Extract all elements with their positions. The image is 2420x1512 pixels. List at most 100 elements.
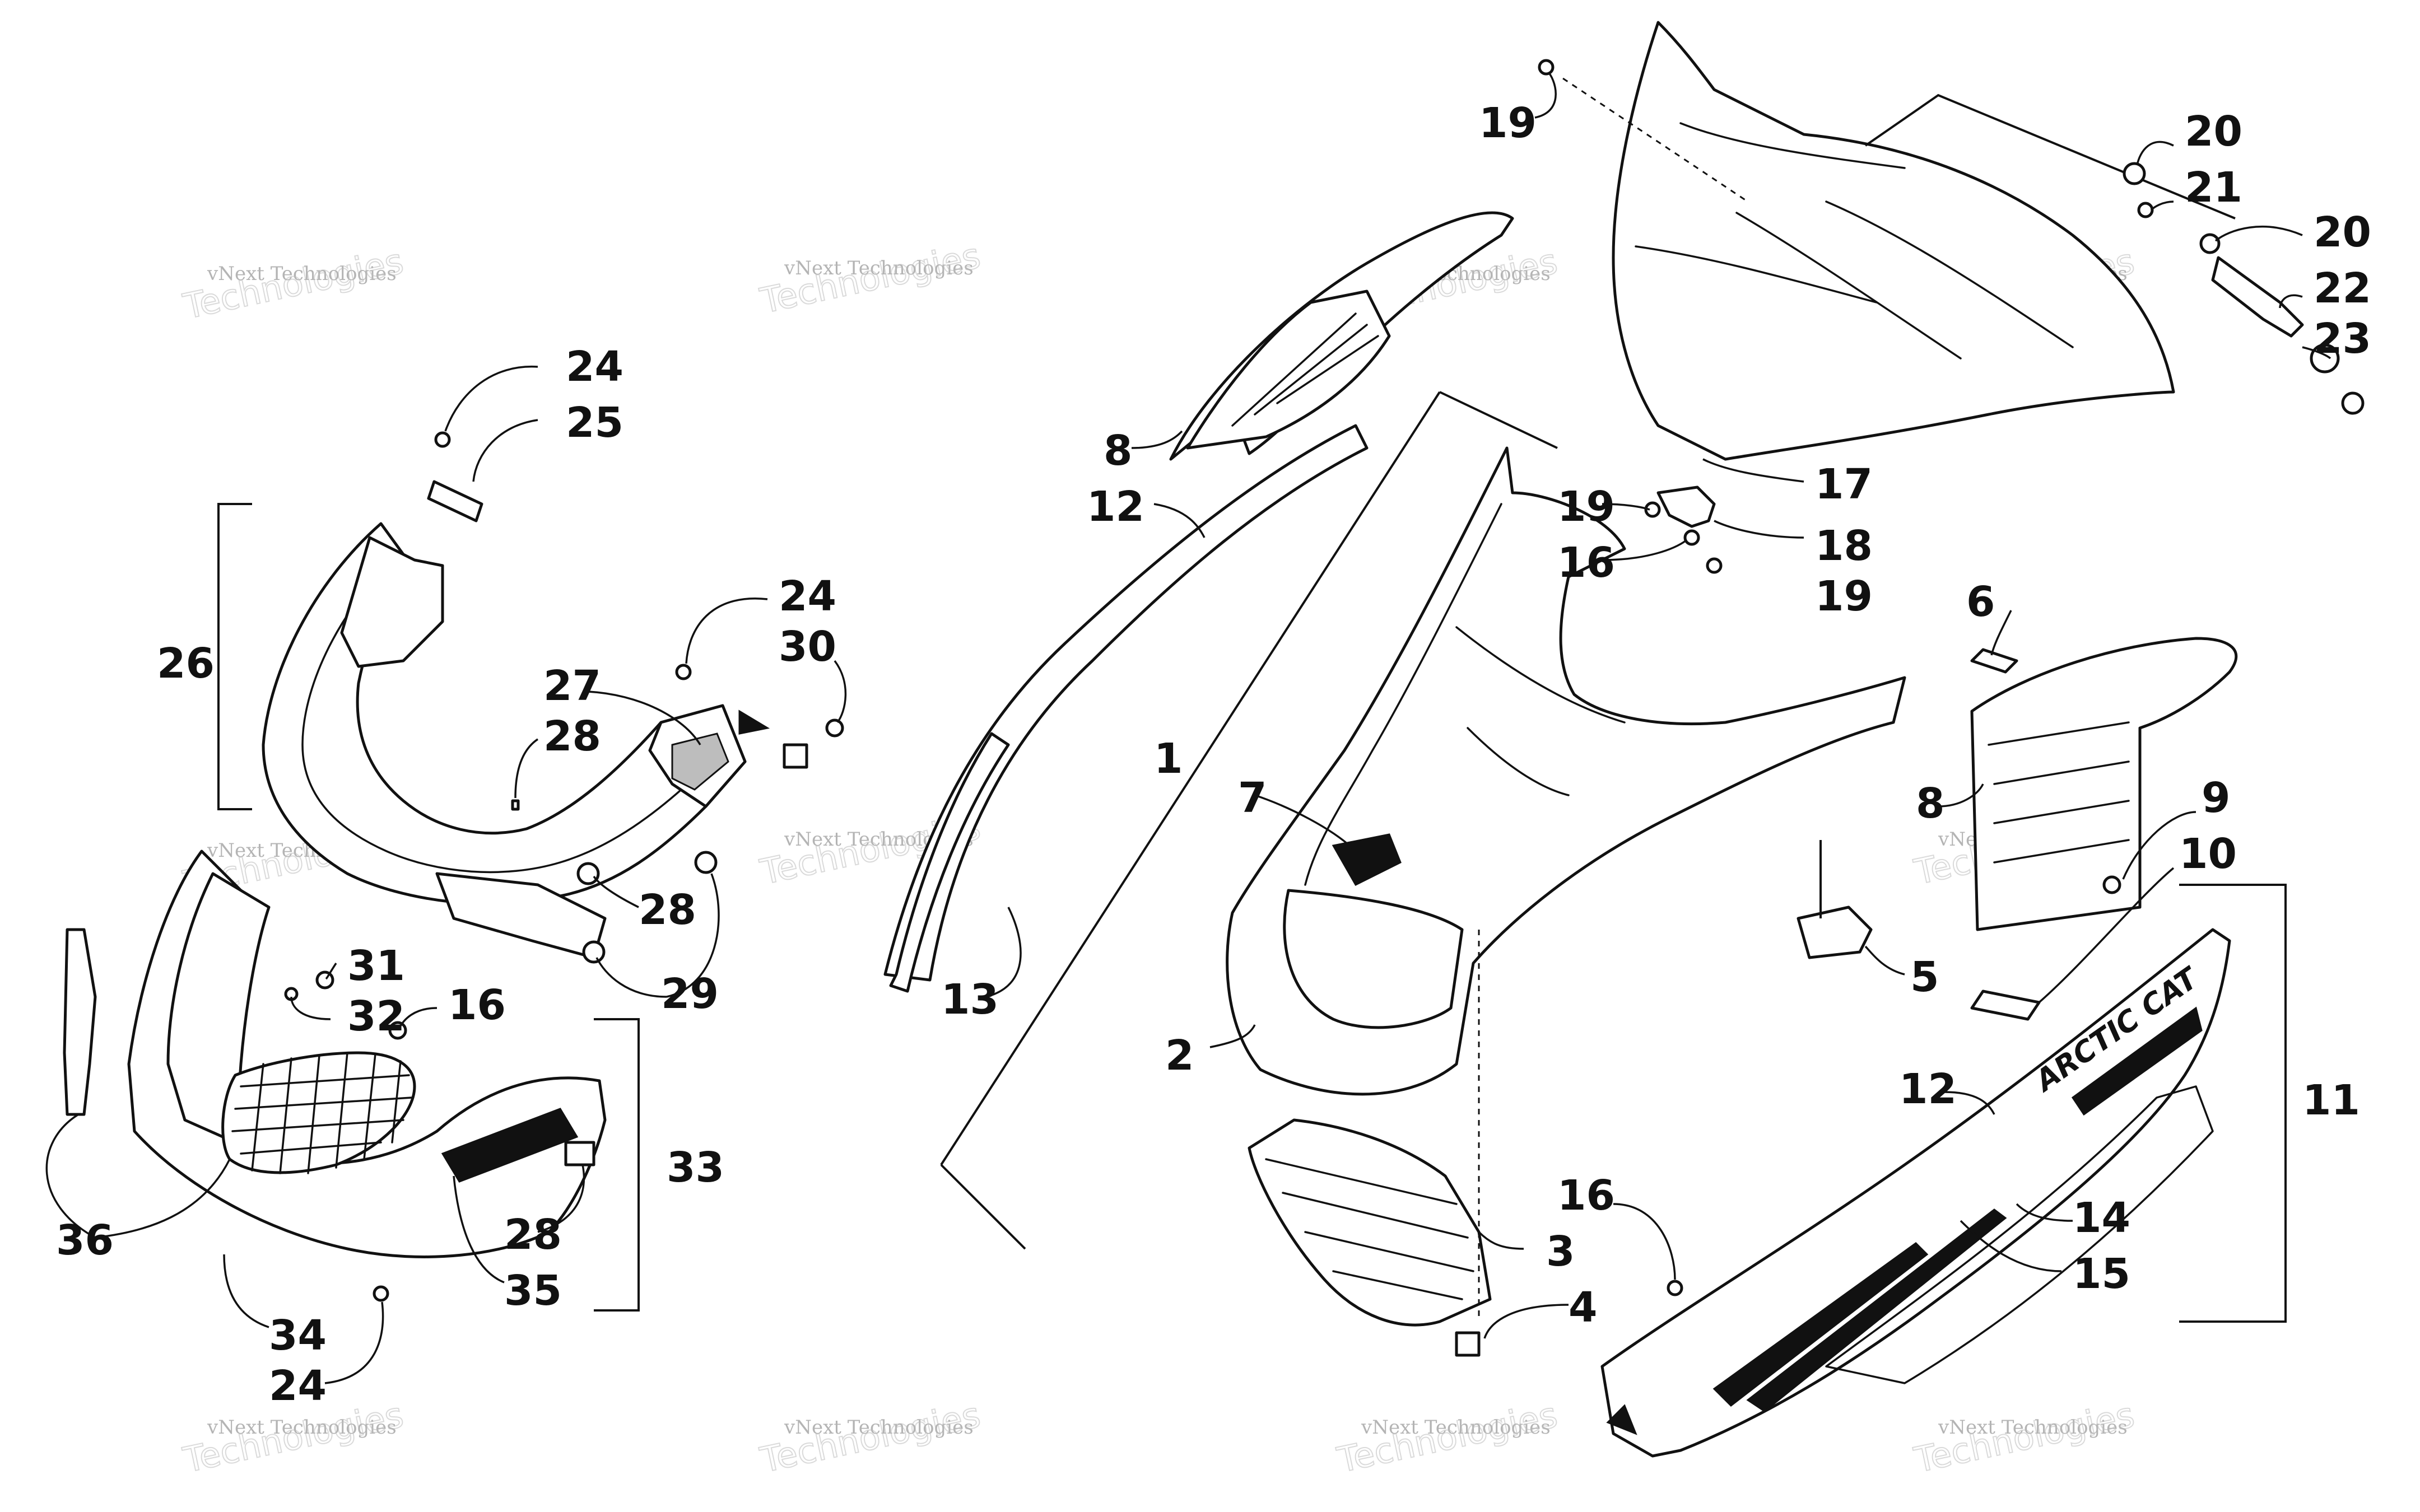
leader-20a bbox=[2136, 141, 2174, 166]
callout-8-vent: 8 bbox=[1104, 427, 1133, 475]
callout-16-screw: 16 bbox=[1557, 1172, 1615, 1220]
callout-1-hood: 1 bbox=[1154, 735, 1183, 783]
clip-23 bbox=[2341, 391, 2365, 415]
callout-24-screw: 24 bbox=[269, 1362, 327, 1410]
watermark: vNext Technologies Technologies bbox=[1333, 1394, 1562, 1481]
screw-9 bbox=[2102, 875, 2121, 894]
side-trim-12 bbox=[883, 424, 1369, 982]
leader-8b bbox=[1938, 783, 1984, 808]
callout-24-bolt: 24 bbox=[779, 572, 836, 620]
watermark-large-text: Technologies bbox=[1911, 1394, 2138, 1481]
leader-18 bbox=[1714, 520, 1804, 539]
pin-6 bbox=[1970, 648, 2018, 674]
screw-16a bbox=[388, 1021, 407, 1040]
callout-3-headlight-housing: 3 bbox=[1546, 1228, 1575, 1276]
windshield-mount-line bbox=[1562, 77, 1748, 203]
lower-bumper-inner bbox=[166, 872, 271, 1144]
side-panel-lower-edge bbox=[1825, 1085, 2214, 1384]
callout-32-washer: 32 bbox=[347, 992, 405, 1040]
screw-24b bbox=[675, 664, 692, 680]
watermark: vNext Technologies Technologies bbox=[1910, 1394, 2139, 1481]
bracket-22 bbox=[2211, 256, 2304, 338]
leader-19a bbox=[1534, 72, 1557, 119]
leader-22 bbox=[2279, 294, 2303, 309]
watermark-small-text: vNext Technologies bbox=[1361, 1416, 1551, 1439]
right-assembly: ARCTIC CAT bbox=[1538, 21, 2365, 1458]
callout-16-screw: 16 bbox=[448, 981, 506, 1029]
leader-16c bbox=[1613, 1203, 1676, 1280]
callout-12-trim: 12 bbox=[1899, 1065, 1957, 1113]
leader-29 bbox=[666, 873, 720, 998]
callout-23-nut: 23 bbox=[2314, 315, 2371, 363]
headlight-housing-3 bbox=[1248, 1118, 1492, 1327]
callout-19-screw: 19 bbox=[1557, 483, 1615, 531]
callout-28-nut: 28 bbox=[639, 886, 696, 934]
leader-12b bbox=[1943, 1091, 1995, 1115]
screw-24c bbox=[373, 1285, 389, 1302]
callout-31-screw: 31 bbox=[347, 942, 405, 990]
leader-24b bbox=[685, 598, 768, 664]
screw-16b bbox=[1683, 529, 1700, 546]
leader-10 bbox=[2038, 867, 2175, 1004]
callout-6-pin: 6 bbox=[1966, 578, 1995, 626]
leader-16b bbox=[1602, 539, 1687, 561]
hood-inner-contour bbox=[1304, 503, 1626, 886]
screw-19c bbox=[1706, 557, 1723, 574]
nut-30 bbox=[783, 743, 808, 769]
leader-17 bbox=[1702, 458, 1804, 483]
watermark-large-text: Technologies bbox=[1334, 1394, 1561, 1481]
leader-4 bbox=[1483, 1304, 1569, 1339]
rivet-29 bbox=[582, 940, 606, 964]
screw-19b bbox=[1644, 501, 1661, 518]
screw-19a bbox=[1538, 59, 1555, 76]
callout-20-cap: 20 bbox=[2185, 108, 2242, 156]
bumper-grille-patch bbox=[671, 732, 729, 791]
side-vent-8-face bbox=[1186, 290, 1391, 450]
callout-28-nut: 28 bbox=[504, 1211, 562, 1259]
leader-7 bbox=[1254, 794, 1357, 852]
callout-30-nut: 30 bbox=[779, 623, 836, 671]
watermark-large-text: Technologies bbox=[757, 1394, 984, 1481]
screw-31 bbox=[315, 970, 334, 990]
leader-8a bbox=[1131, 430, 1183, 449]
side-panel-stripe-14 bbox=[1712, 1242, 1929, 1407]
watermark-small-text: vNext Technologies bbox=[207, 263, 397, 285]
leader-3 bbox=[1478, 1231, 1524, 1250]
upper-bumper-assembly bbox=[262, 431, 844, 964]
headlight-opening bbox=[1283, 889, 1464, 1029]
windshield bbox=[1612, 21, 2175, 461]
nut-28 bbox=[576, 862, 600, 885]
screw-16c bbox=[1667, 1280, 1683, 1296]
callout-12-trim: 12 bbox=[1087, 483, 1144, 531]
callout-20-washer: 20 bbox=[2314, 208, 2371, 256]
callout-2-nose: 2 bbox=[1165, 1032, 1194, 1080]
grille-mesh-pattern bbox=[231, 1052, 413, 1174]
callout-8-vent: 8 bbox=[1916, 780, 1945, 828]
upper-bumper bbox=[262, 522, 747, 906]
windshield-mount-18 bbox=[1656, 486, 1716, 528]
side-panel-stripe-front bbox=[2071, 1006, 2203, 1116]
brackets bbox=[217, 503, 2287, 1323]
lower-bumper-assembly bbox=[63, 850, 607, 1302]
callout-4-clip: 4 bbox=[1569, 1284, 1598, 1332]
cap-20a bbox=[2123, 162, 2146, 185]
plate-25 bbox=[427, 480, 483, 522]
leader-34 bbox=[223, 1254, 269, 1328]
callout-26-upper-bumper: 26 bbox=[157, 640, 215, 688]
middle-assembly bbox=[883, 211, 1906, 1357]
callout-25-plate: 25 bbox=[566, 399, 623, 447]
mount-5 bbox=[1797, 906, 1873, 959]
clip-4 bbox=[1455, 1331, 1481, 1357]
screw-21 bbox=[2137, 202, 2154, 218]
callout-14-stripe: 14 bbox=[2073, 1194, 2130, 1242]
leader-2 bbox=[1209, 1024, 1256, 1048]
nut-28c bbox=[564, 1141, 595, 1166]
callout-19-screw: 19 bbox=[1815, 572, 1873, 620]
leader-12a bbox=[1153, 503, 1206, 538]
side-panel bbox=[1600, 928, 2231, 1458]
leader-6 bbox=[1990, 610, 2012, 656]
watermark-large-text: Technologies bbox=[180, 241, 407, 327]
leader-24a bbox=[444, 365, 538, 432]
leader-24c bbox=[324, 1301, 384, 1384]
